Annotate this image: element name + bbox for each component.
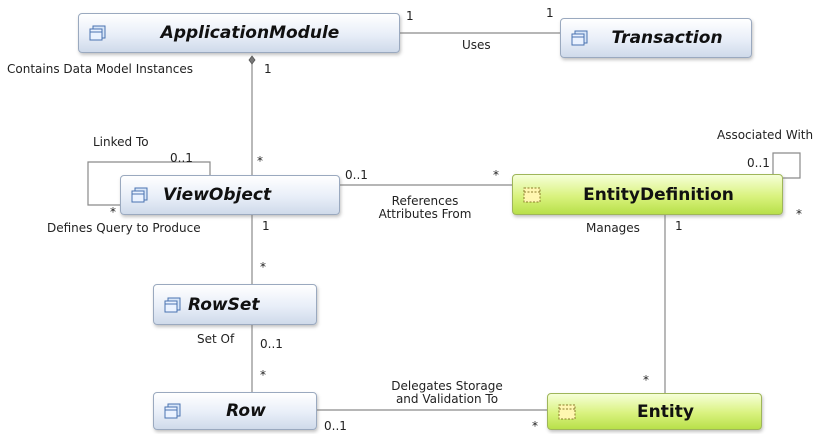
associated-with-target-multiplicity: *: [796, 207, 802, 221]
manages-source-multiplicity: 1: [675, 219, 683, 233]
row-node[interactable]: Row: [153, 392, 317, 430]
application-module-node[interactable]: ApplicationModule: [78, 13, 400, 53]
delegates-label-line1: Delegates Storage: [391, 379, 503, 393]
linked-to-target-multiplicity: *: [110, 205, 116, 219]
associated-with-label: Associated With: [717, 128, 814, 142]
associated-with-source-multiplicity: 0..1: [747, 156, 770, 170]
entity-icon: [558, 404, 576, 419]
transaction-node[interactable]: Transaction: [560, 18, 752, 58]
entity-definition-node[interactable]: EntityDefinition: [512, 174, 783, 215]
references-label: References Attributes From: [363, 195, 487, 221]
entity-definition-title: EntityDefinition: [583, 184, 734, 205]
row-set-node[interactable]: RowSet: [153, 284, 317, 325]
references-source-multiplicity: 0..1: [345, 168, 368, 182]
transaction-title: Transaction: [611, 28, 723, 48]
entity-node[interactable]: Entity: [547, 393, 762, 430]
linked-to-source-multiplicity: 0..1: [170, 151, 193, 165]
manages-label: Manages: [586, 221, 640, 235]
uses-label: Uses: [462, 38, 491, 52]
class-icon: [89, 25, 106, 41]
associated-with-connector: [772, 152, 801, 179]
entity-icon: [523, 187, 541, 202]
class-icon: [131, 187, 148, 203]
delegates-label: Delegates Storage and Validation To: [368, 380, 526, 406]
contains-target-multiplicity: *: [257, 154, 263, 168]
references-label-line2: Attributes From: [378, 207, 472, 221]
uses-target-multiplicity: 1: [546, 6, 554, 20]
view-object-node[interactable]: ViewObject: [120, 175, 340, 215]
linked-to-label: Linked To: [93, 135, 149, 149]
composition-diamond: [248, 55, 256, 65]
delegates-target-multiplicity: *: [532, 419, 538, 433]
set-of-source-multiplicity: 0..1: [260, 337, 283, 351]
references-label-line1: References: [391, 194, 459, 208]
delegates-label-line2: and Validation To: [395, 392, 499, 406]
set-of-label: Set Of: [197, 332, 235, 346]
uses-source-multiplicity: 1: [406, 9, 414, 23]
delegates-source-multiplicity: 0..1: [324, 419, 347, 433]
row-set-title: RowSet: [188, 294, 260, 315]
references-target-multiplicity: *: [493, 168, 499, 182]
linked-to-connector: [87, 161, 211, 206]
set-of-target-multiplicity: *: [260, 368, 266, 382]
row-title: Row: [226, 401, 266, 421]
class-icon: [164, 297, 181, 312]
entity-title: Entity: [637, 401, 694, 422]
view-object-title: ViewObject: [163, 185, 272, 205]
defines-query-source-multiplicity: 1: [262, 219, 270, 233]
class-icon: [164, 403, 181, 419]
contains-source-multiplicity: 1: [264, 62, 272, 76]
contains-label: Contains Data Model Instances: [7, 62, 193, 76]
class-icon: [571, 30, 588, 46]
application-module-title: ApplicationModule: [160, 23, 340, 43]
defines-query-target-multiplicity: *: [260, 260, 266, 274]
manages-target-multiplicity: *: [643, 373, 649, 387]
defines-query-label: Defines Query to Produce: [47, 221, 201, 235]
